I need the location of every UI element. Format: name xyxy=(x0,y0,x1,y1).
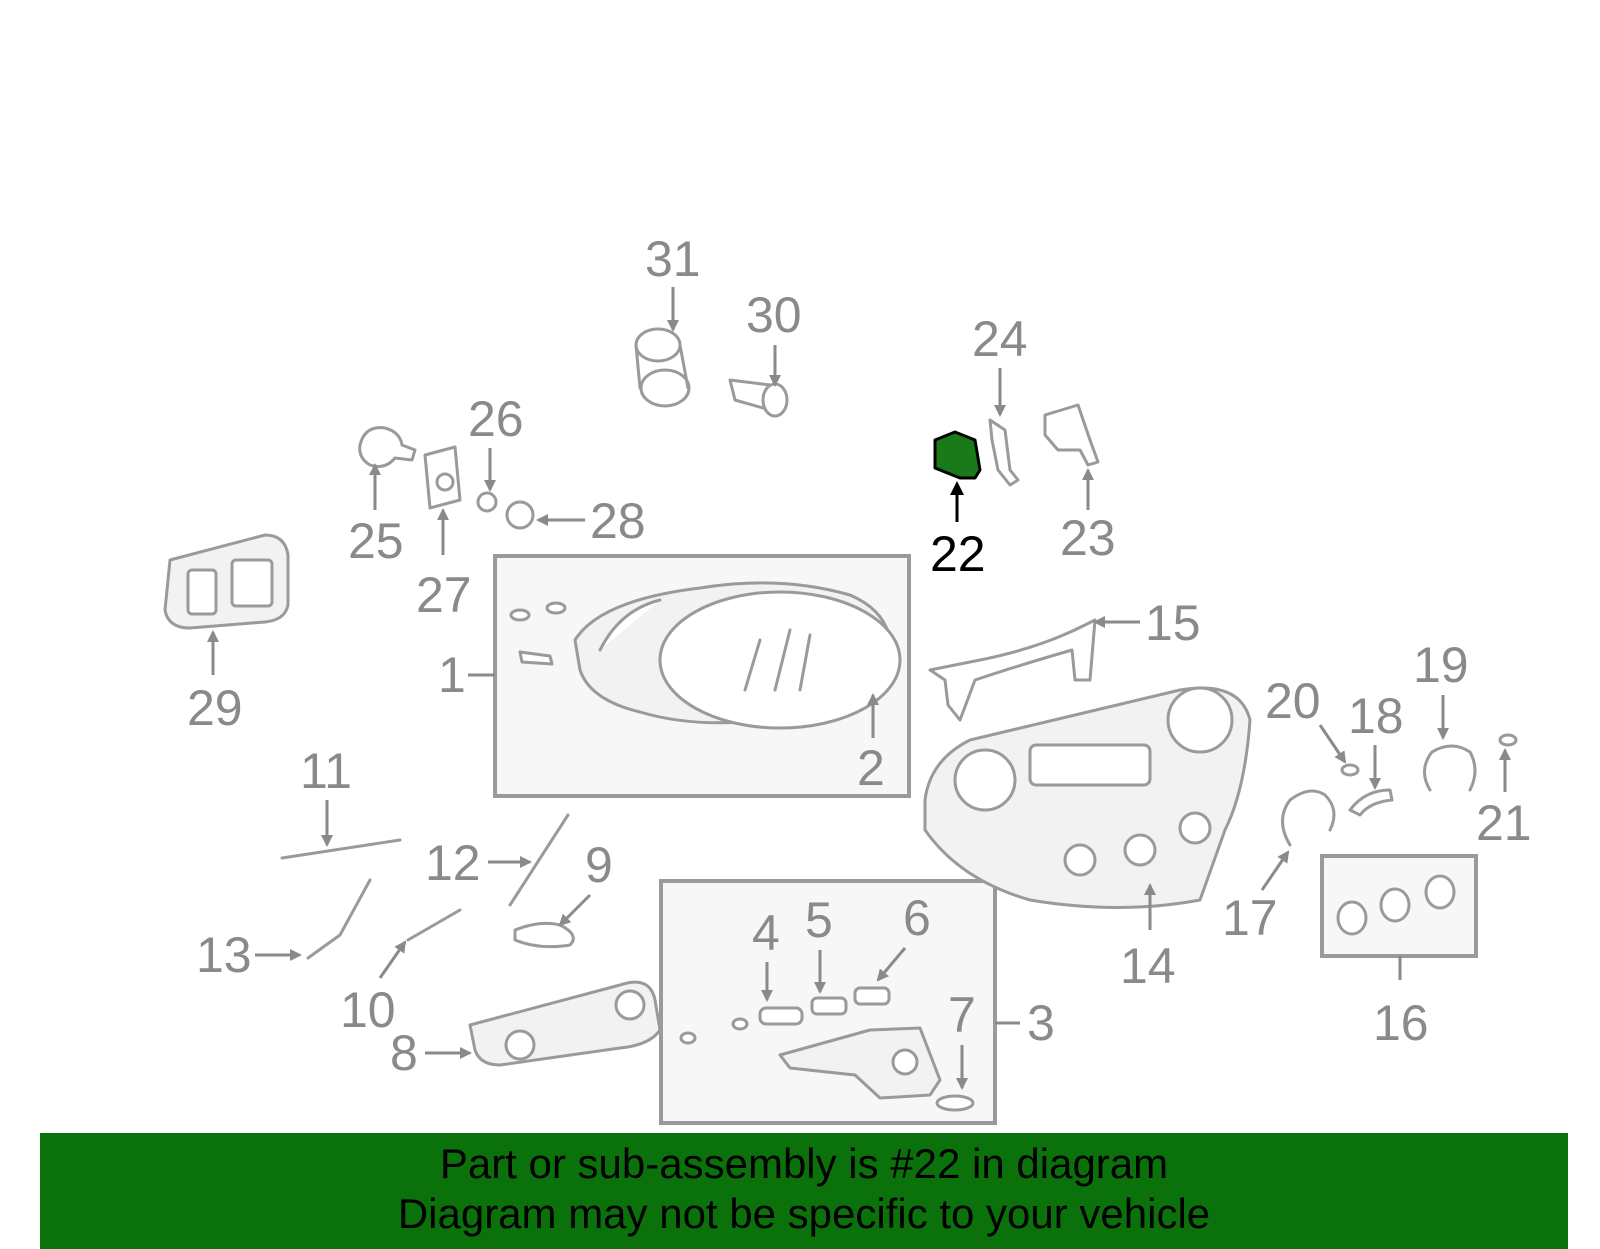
part-25[interactable] xyxy=(358,426,417,468)
leader-10 xyxy=(378,940,407,979)
heater-control-8[interactable] xyxy=(468,980,662,1067)
part-21[interactable] xyxy=(1498,733,1518,747)
callout-8[interactable]: 8 xyxy=(390,1025,418,1081)
part-12[interactable] xyxy=(508,813,570,907)
callout-30[interactable]: 30 xyxy=(746,287,802,343)
callout-22[interactable]: 22 xyxy=(930,526,986,582)
part-27-knob xyxy=(435,472,455,492)
part-19[interactable] xyxy=(1423,744,1477,792)
callout-24[interactable]: 24 xyxy=(972,311,1028,367)
callout-15[interactable]: 15 xyxy=(1145,595,1201,651)
callout-26[interactable]: 26 xyxy=(468,391,524,447)
callout-6[interactable]: 6 xyxy=(903,890,931,946)
callout-27[interactable]: 27 xyxy=(416,567,472,623)
part-30[interactable] xyxy=(728,378,789,418)
callout-25[interactable]: 25 xyxy=(348,513,404,569)
callout-21[interactable]: 21 xyxy=(1476,795,1532,851)
part-31[interactable] xyxy=(634,327,691,408)
leader-20 xyxy=(1318,724,1347,764)
callout-2[interactable]: 2 xyxy=(857,740,885,796)
callout-5[interactable]: 5 xyxy=(805,892,833,948)
part-20[interactable] xyxy=(1340,763,1360,777)
banner-line-2: Diagram may not be specific to your vehi… xyxy=(397,1190,1211,1237)
part-10[interactable] xyxy=(406,908,462,942)
callout-28[interactable]: 28 xyxy=(590,493,646,549)
callout-4[interactable]: 4 xyxy=(752,905,780,961)
bracket-15[interactable] xyxy=(928,618,1097,722)
instrument-cluster[interactable] xyxy=(509,581,902,730)
callout-20[interactable]: 20 xyxy=(1265,673,1321,729)
center-bezel[interactable] xyxy=(923,686,1252,909)
leader-6 xyxy=(876,947,907,982)
callout-11[interactable]: 11 xyxy=(300,743,352,799)
callout-7[interactable]: 7 xyxy=(948,987,976,1043)
leader-17 xyxy=(1260,850,1290,891)
part-23[interactable] xyxy=(1043,403,1100,467)
callout-29[interactable]: 29 xyxy=(187,680,243,736)
part-18[interactable] xyxy=(1348,788,1394,817)
info-banner: Part or sub-assembly is #22 in diagram D… xyxy=(40,1133,1568,1249)
callout-9[interactable]: 9 xyxy=(585,837,613,893)
callout-17[interactable]: 17 xyxy=(1222,890,1278,946)
callout-1[interactable]: 1 xyxy=(438,647,466,703)
part-17[interactable] xyxy=(1281,789,1336,847)
callout-31[interactable]: 31 xyxy=(645,231,701,287)
part-22-highlighted[interactable] xyxy=(933,430,982,480)
part-24[interactable] xyxy=(988,418,1020,487)
part-9[interactable] xyxy=(513,921,575,949)
banner-line-1: Part or sub-assembly is #22 in diagram xyxy=(439,1140,1169,1187)
knobs-16[interactable] xyxy=(1336,874,1456,936)
part-11[interactable] xyxy=(280,838,402,860)
callout-23[interactable]: 23 xyxy=(1060,510,1116,566)
callout-19[interactable]: 19 xyxy=(1413,637,1469,693)
leader-9 xyxy=(558,893,592,927)
callout-10[interactable]: 10 xyxy=(340,982,396,1038)
callout-3[interactable]: 3 xyxy=(1027,995,1055,1051)
part-28[interactable] xyxy=(505,500,535,530)
callout-13[interactable]: 13 xyxy=(196,927,252,983)
callout-18[interactable]: 18 xyxy=(1348,688,1404,744)
callout-12[interactable]: 12 xyxy=(425,835,481,891)
switch-panel-29[interactable] xyxy=(163,533,290,630)
part-13[interactable] xyxy=(306,878,372,960)
part-26[interactable] xyxy=(476,491,498,513)
callout-14[interactable]: 14 xyxy=(1120,938,1176,994)
control-assembly-3[interactable] xyxy=(679,986,975,1112)
callout-16[interactable]: 16 xyxy=(1373,995,1429,1051)
